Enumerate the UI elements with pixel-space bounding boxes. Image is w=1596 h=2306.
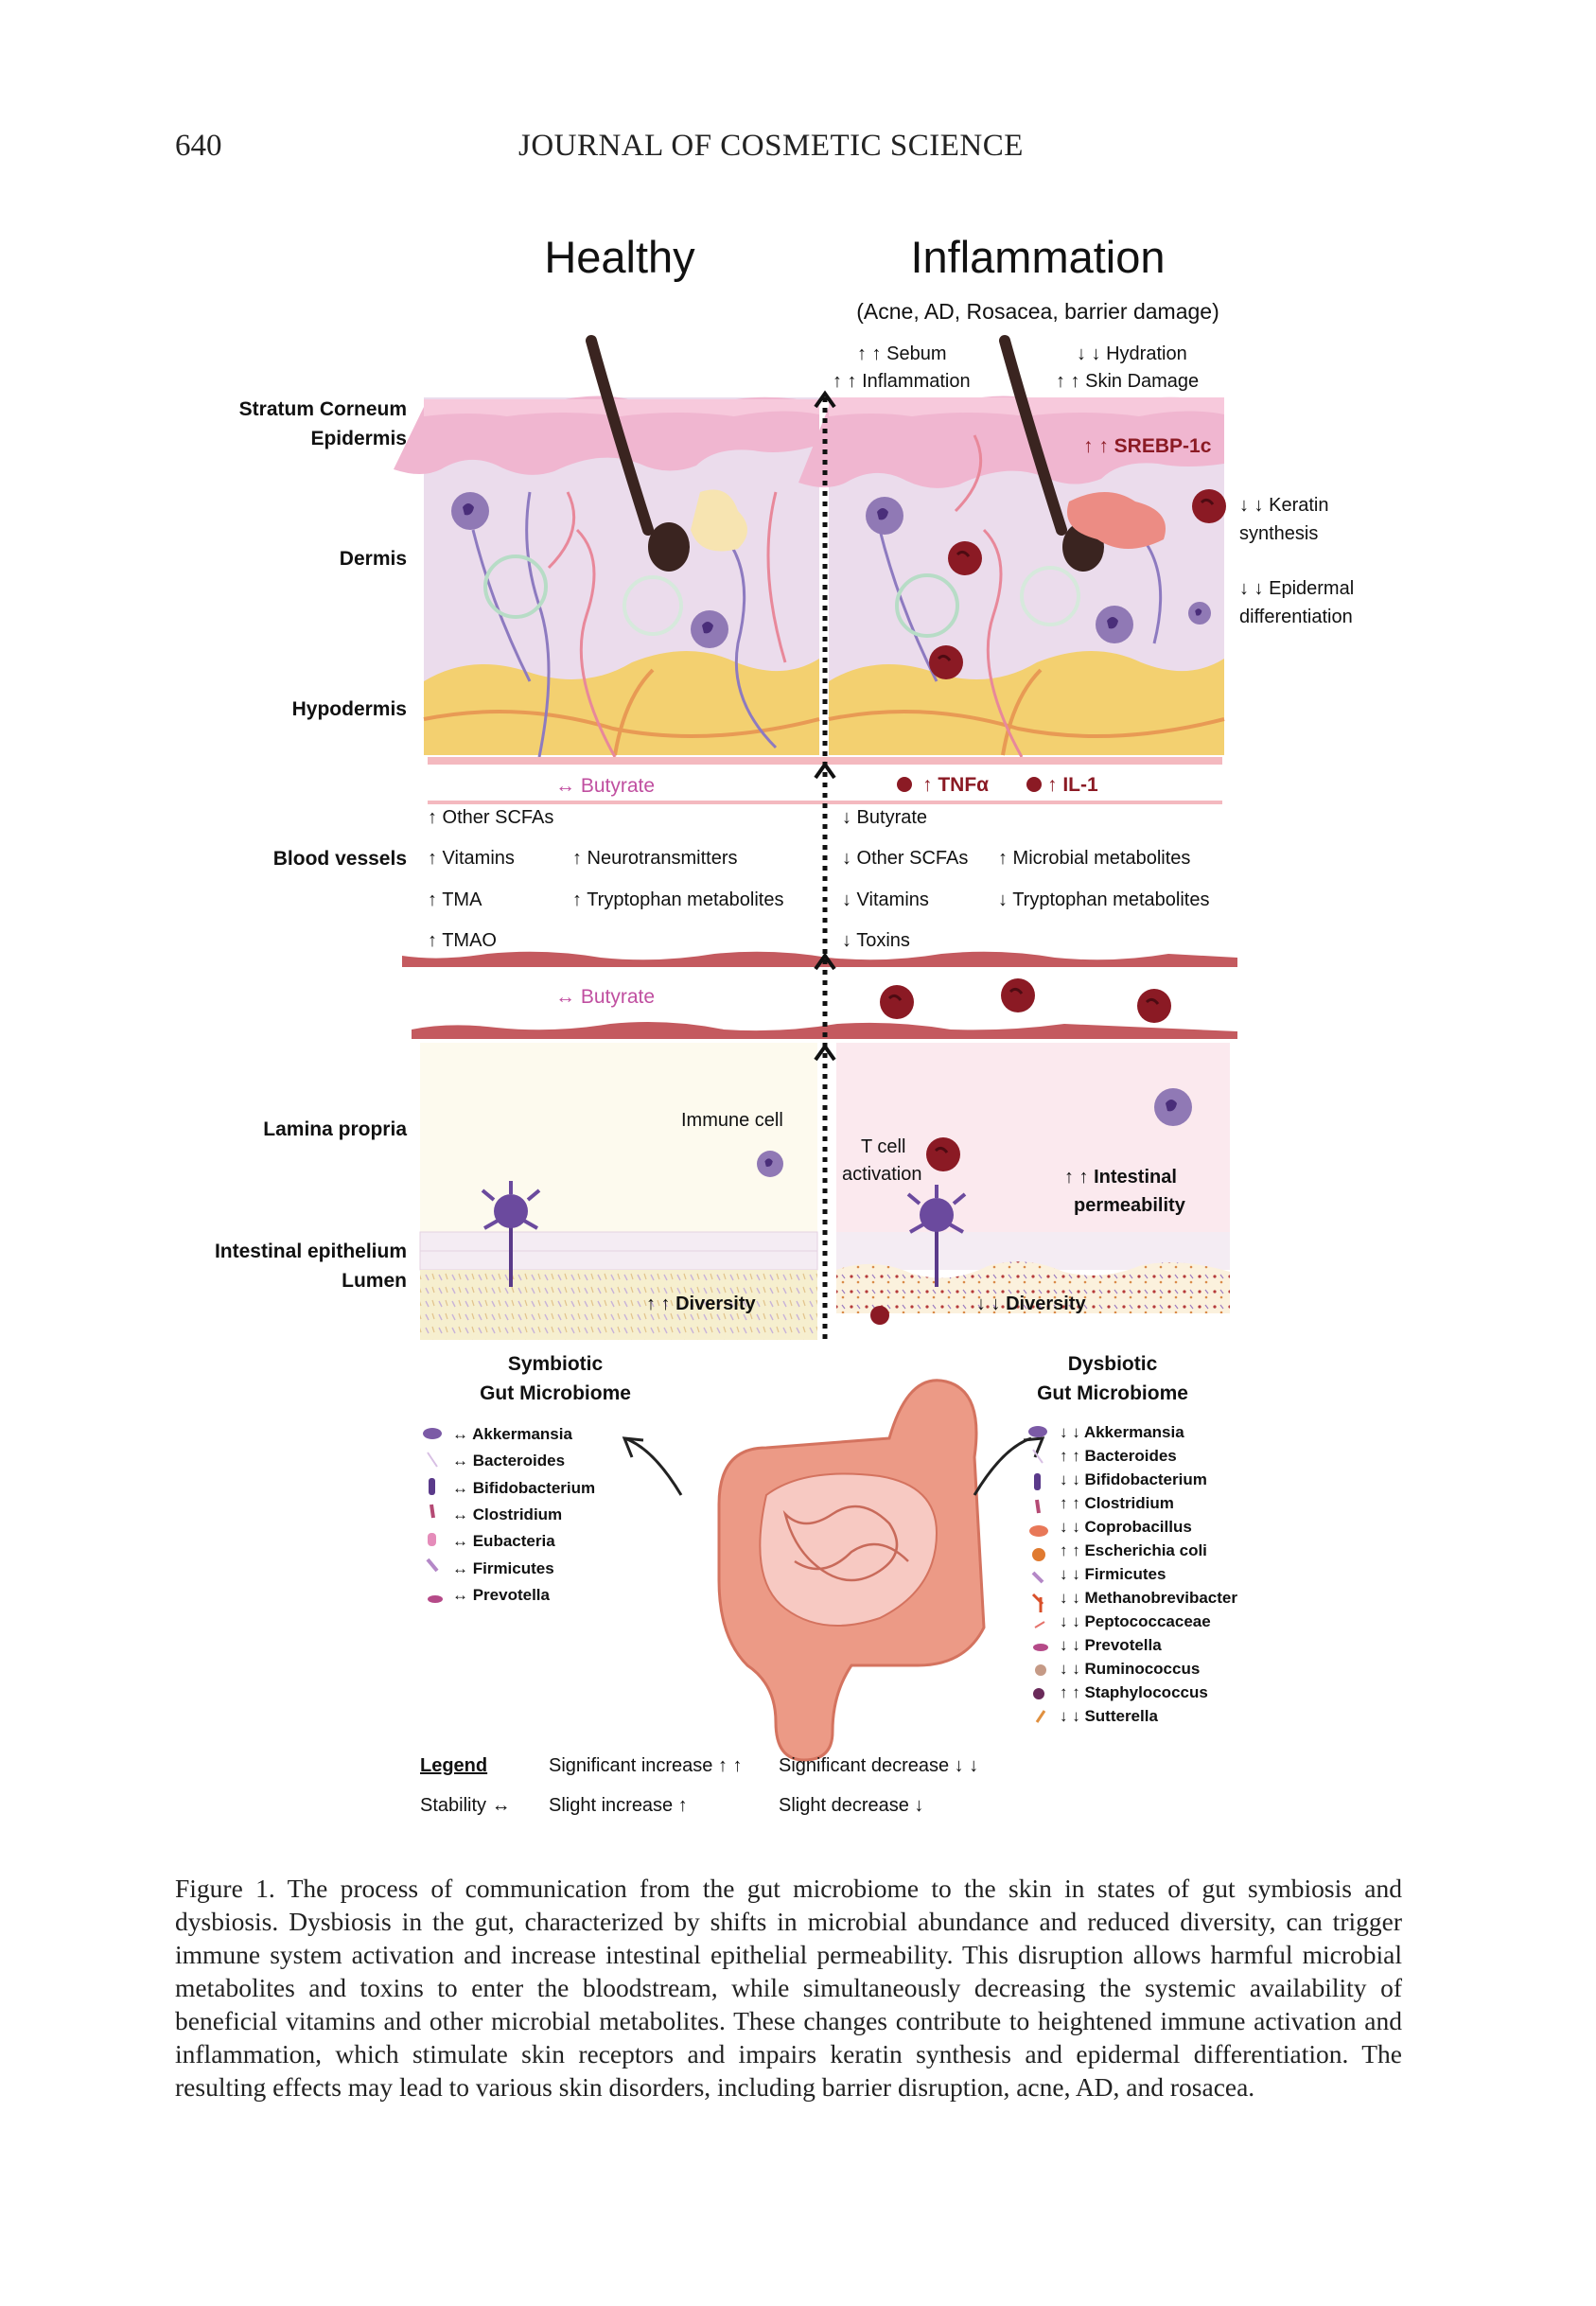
label-stratum-corneum: Stratum Corneum: [239, 398, 407, 420]
legend: Legend Significant increase ↑ ↑ Signific…: [420, 1755, 978, 1816]
intestinal-permeability: ↑ ↑ Intestinal: [1064, 1167, 1177, 1188]
dysbiotic-item: ↓ ↓ Akkermansia: [1060, 1423, 1184, 1441]
legend-slight-decrease: Slight decrease ↓: [779, 1795, 923, 1816]
symbiotic-title: Symbiotic: [508, 1353, 604, 1375]
inflam-toxins: ↓ Toxins: [842, 930, 910, 951]
symbiotic-item: ↔ Akkermansia: [452, 1425, 572, 1443]
intestinal-permeability-2: permeability: [1074, 1195, 1186, 1216]
note-keratin: ↓ ↓ Keratin: [1239, 495, 1328, 516]
note-keratin-2: synthesis: [1239, 523, 1318, 544]
skin-inflammation: [798, 335, 1228, 758]
healthy-tmao: ↑ TMAO: [428, 930, 497, 951]
legend-stability: Stability ↔: [420, 1795, 511, 1816]
healthy-neurotransmitters: ↑ Neurotransmitters: [572, 848, 738, 869]
symbiotic-item: ↔ Bacteroides: [452, 1452, 565, 1470]
t-cell-activation-label: activation: [842, 1164, 922, 1185]
dysbiotic-title: Dysbiotic: [1068, 1353, 1158, 1375]
dysbiotic-item: ↓ ↓ Prevotella: [1060, 1636, 1162, 1654]
inflam-vitamins: ↓ Vitamins: [842, 889, 929, 910]
symbiotic-item: ↔ Prevotella: [452, 1586, 551, 1604]
dysbiotic-item: ↑ ↑ Clostridium: [1060, 1494, 1174, 1512]
dysbiotic-item: ↓ ↓ Peptococcaceae: [1060, 1612, 1211, 1630]
label-blood-vessels: Blood vessels: [273, 848, 407, 870]
note-sebum: ↑ ↑ Sebum: [857, 343, 946, 364]
figure-1-diagram: Healthy Inflammation (Acne, AD, Rosacea,…: [215, 232, 1354, 1816]
dysbiotic-item: ↑ ↑ Bacteroides: [1060, 1447, 1177, 1465]
t-cell-label: T cell: [861, 1136, 905, 1157]
dysbiotic-item: ↓ ↓ Firmicutes: [1060, 1565, 1166, 1583]
symbiotic-title-2: Gut Microbiome: [480, 1382, 631, 1404]
healthy-tryptophan: ↑ Tryptophan metabolites: [572, 889, 783, 910]
dysbiotic-item: ↓ ↓ Methanobrevibacter: [1060, 1589, 1237, 1607]
note-srebp: ↑ ↑ SREBP-1c: [1083, 435, 1212, 457]
diversity-decrease: ↓ ↓ Diversity: [976, 1294, 1086, 1314]
note-hydration: ↓ ↓ Hydration: [1077, 343, 1187, 364]
healthy-other-scfas: ↑ Other SCFAs: [428, 807, 553, 828]
inflam-microbial-metabolites: ↑ Microbial metabolites: [998, 848, 1190, 869]
immune-cell-label: Immune cell: [681, 1110, 783, 1131]
caption-text: The process of communication from the gu…: [175, 1874, 1402, 2102]
page-number: 640: [175, 129, 222, 163]
butyrate-stable-lower: ↔ Butyrate: [555, 986, 655, 1008]
note-inflammation: ↑ ↑ Inflammation: [833, 371, 971, 392]
legend-significant-decrease: Significant decrease ↓ ↓: [779, 1755, 978, 1776]
blood-vessel-section: [402, 757, 1237, 1039]
communication-arrow: [814, 390, 836, 1339]
inflam-tryptophan: ↓ Tryptophan metabolites: [998, 889, 1209, 910]
dysbiotic-item: ↓ ↓ Bifidobacterium: [1060, 1470, 1207, 1488]
inflammation-subtitle: (Acne, AD, Rosacea, barrier damage): [856, 299, 1219, 324]
running-head: JOURNAL OF COSMETIC SCIENCE: [518, 129, 1024, 163]
healthy-vitamins: ↑ Vitamins: [428, 848, 515, 869]
note-epidermal-2: differentiation: [1239, 607, 1353, 627]
figure-label: Figure 1.: [175, 1874, 275, 1903]
symbiotic-icons: [423, 1428, 443, 1603]
dysbiotic-title-2: Gut Microbiome: [1037, 1382, 1188, 1404]
diversity-increase: ↑ ↑ Diversity: [646, 1294, 756, 1314]
il-1: ↑ IL-1: [1047, 774, 1098, 796]
symbiotic-item: ↔ Bifidobacterium: [452, 1479, 595, 1497]
colon-illustration: [622, 1379, 1045, 1762]
symbiotic-item: ↔ Clostridium: [452, 1505, 562, 1523]
inflam-butyrate: ↓ Butyrate: [842, 807, 927, 828]
dysbiotic-item: ↓ ↓ Ruminococcus: [1060, 1660, 1200, 1678]
dysbiotic-item: ↓ ↓ Sutterella: [1060, 1707, 1158, 1725]
gut-inflammation: [836, 1043, 1230, 1325]
dysbiotic-item: ↑ ↑ Staphylococcus: [1060, 1683, 1208, 1701]
dysbiotic-item: ↑ ↑ Escherichia coli: [1060, 1541, 1207, 1559]
label-lumen: Lumen: [342, 1270, 407, 1292]
skin-healthy: [394, 335, 820, 758]
note-epidermal: ↓ ↓ Epidermal: [1239, 578, 1354, 599]
healthy-tma: ↑ TMA: [428, 889, 482, 910]
symbiotic-item: ↔ Firmicutes: [452, 1559, 554, 1577]
title-inflammation: Inflammation: [910, 232, 1165, 282]
title-healthy: Healthy: [544, 232, 695, 282]
dysbiotic-item: ↓ ↓ Coprobacillus: [1060, 1518, 1192, 1536]
inflam-other-scfas: ↓ Other SCFAs: [842, 848, 968, 869]
symbiotic-item: ↔ Eubacteria: [452, 1532, 555, 1550]
dysbiotic-icons: [1028, 1426, 1048, 1723]
label-intestinal-epithelium: Intestinal epithelium: [215, 1241, 407, 1262]
label-hypodermis: Hypodermis: [292, 698, 407, 720]
note-skin-damage: ↑ ↑ Skin Damage: [1056, 371, 1199, 392]
legend-slight-increase: Slight increase ↑: [549, 1795, 688, 1816]
gut-healthy: [419, 1043, 818, 1340]
label-dermis: Dermis: [340, 548, 407, 570]
legend-title: Legend: [420, 1755, 487, 1776]
label-lamina-propria: Lamina propria: [263, 1118, 407, 1140]
butyrate-stable-upper: ↔ Butyrate: [555, 775, 655, 797]
figure-caption: Figure 1. The process of communication f…: [175, 1872, 1402, 2104]
legend-significant-increase: Significant increase ↑ ↑: [549, 1755, 743, 1776]
tnf-alpha: ↑ TNFα: [922, 774, 989, 796]
label-epidermis: Epidermis: [310, 428, 407, 449]
